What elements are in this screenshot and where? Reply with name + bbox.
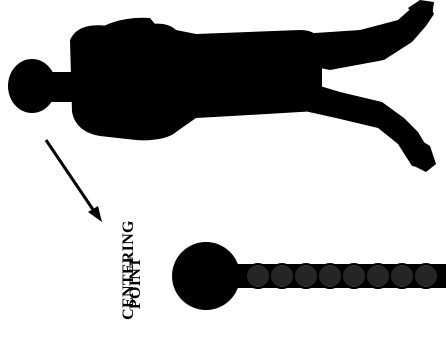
centering-label-line-2: POINT	[128, 243, 144, 323]
silhouette-lower-leg	[300, 80, 430, 168]
silhouette-lower-foot	[414, 136, 436, 172]
rod-shade	[230, 266, 446, 286]
arrow-shaft	[46, 140, 96, 214]
silhouette-hip	[114, 104, 182, 140]
person-silhouette	[8, 0, 436, 172]
silhouette-torso	[70, 24, 322, 141]
silhouette-neck	[48, 72, 74, 102]
arrow-head	[88, 206, 102, 222]
centering-point-circle	[172, 242, 240, 310]
rod-with-beads	[230, 264, 446, 288]
pointer-arrow	[46, 140, 102, 222]
